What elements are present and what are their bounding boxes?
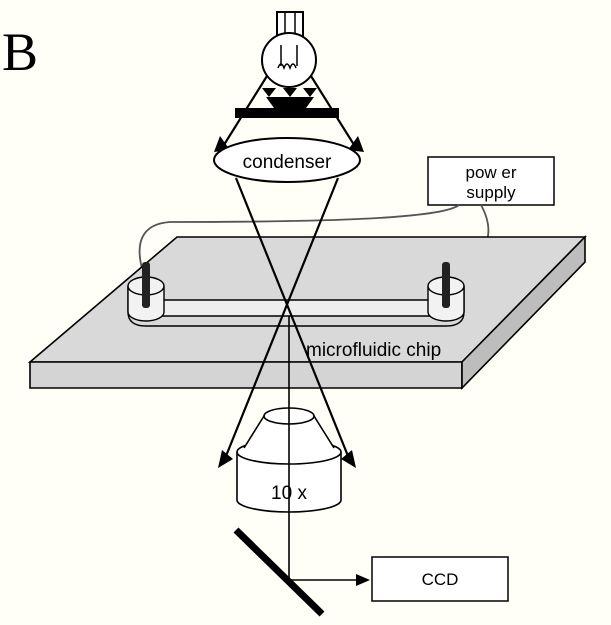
chip-front-face <box>29 361 463 389</box>
microfluidic-chip: microfluidic chip <box>27 235 587 390</box>
ccd-label: CCD <box>422 570 459 589</box>
axis-arrowhead <box>356 574 370 586</box>
chip-label: microfluidic chip <box>306 340 441 361</box>
optical-axis <box>288 316 370 586</box>
power-supply-label-line1: pow er <box>465 163 516 182</box>
right-electrode <box>442 262 450 308</box>
panel-letter: B <box>2 22 38 82</box>
power-supply: pow er supply <box>427 156 555 206</box>
condenser-label: condenser <box>243 152 332 173</box>
light-source <box>235 11 339 118</box>
left-electrode <box>142 262 150 308</box>
microchannel <box>145 299 447 317</box>
lamp-bulb <box>261 32 317 88</box>
condenser-lens: condenser <box>213 137 361 183</box>
left-electrode-wire <box>138 204 460 273</box>
lamp-filament <box>277 63 297 71</box>
ccd-camera: CCD <box>371 556 509 602</box>
lamp-filter-bar <box>235 108 339 118</box>
light-rays-lower <box>218 177 356 468</box>
mirror <box>233 527 325 617</box>
power-supply-label-line2: supply <box>466 183 516 202</box>
chip-side-face <box>461 235 586 390</box>
